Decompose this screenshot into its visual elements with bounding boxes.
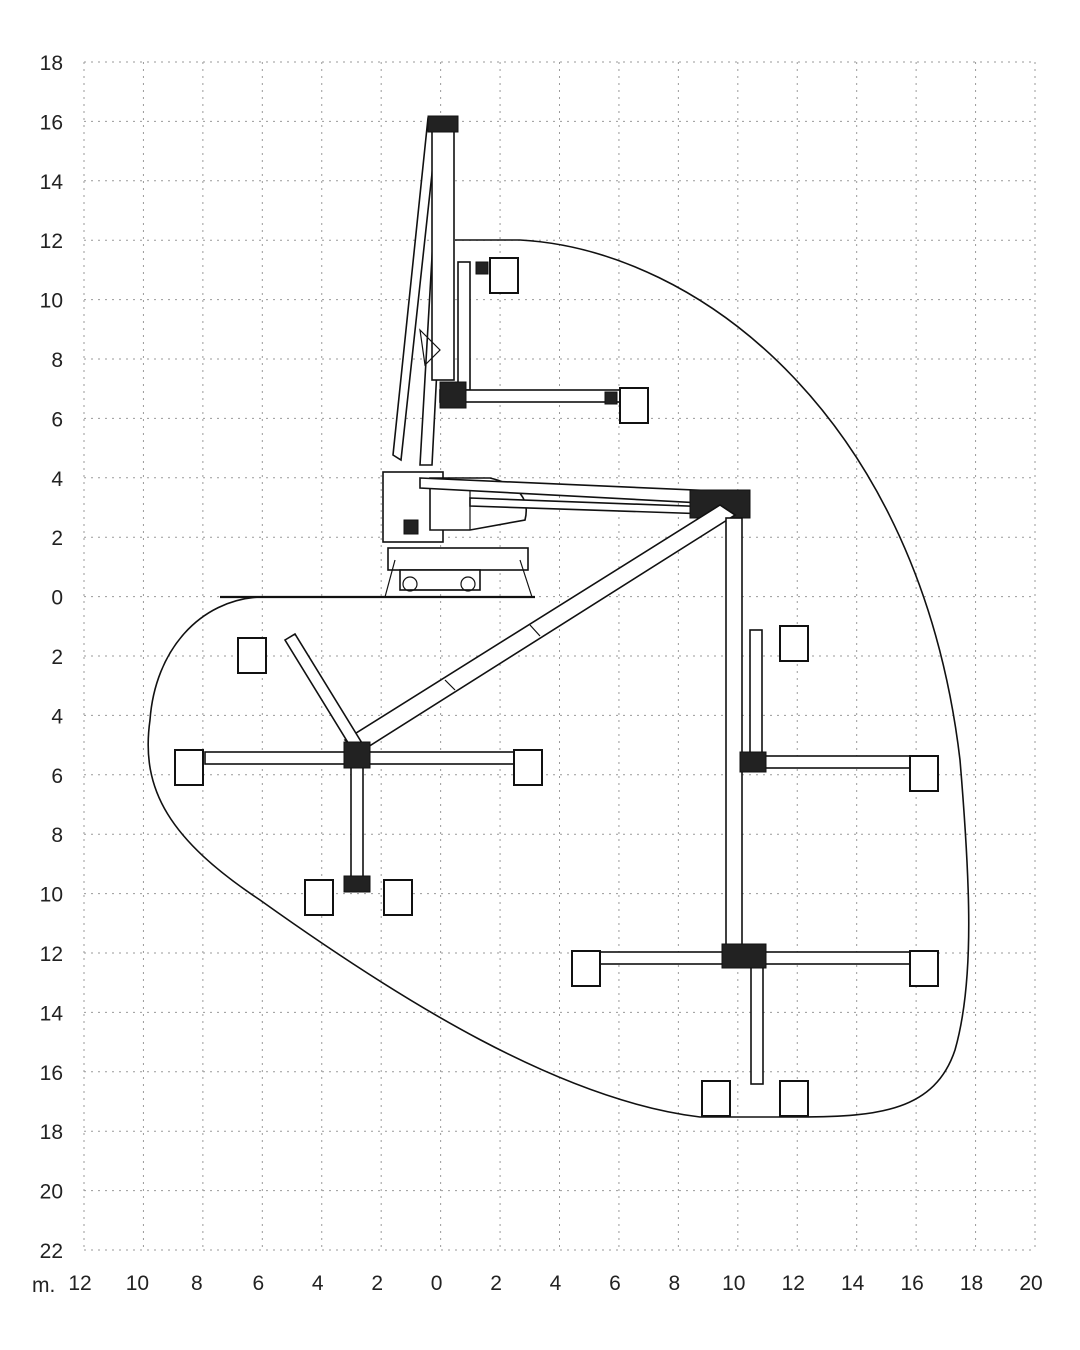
basket-left-west [174, 749, 204, 786]
y-tick-label: 14 [40, 171, 64, 194]
y-tick-label: 2 [51, 527, 63, 550]
x-tick-label: 16 [900, 1272, 923, 1295]
x-tick-label: 8 [191, 1272, 203, 1295]
x-tick-label: 4 [312, 1272, 324, 1295]
x-tick-label: 0 [431, 1272, 443, 1295]
basket-left-south-1 [304, 879, 334, 916]
y-tick-label: 6 [51, 765, 63, 788]
y-tick-label: 6 [51, 408, 63, 431]
x-tick-label: 2 [490, 1272, 502, 1295]
y-tick-label: 8 [51, 349, 63, 372]
y-tick-label: 4 [51, 705, 63, 728]
lower-left-cluster [204, 632, 516, 893]
y-tick-label: 12 [40, 230, 63, 253]
basket-right-east [909, 950, 939, 987]
unit-label: m. [32, 1274, 55, 1297]
basket-right-mid [909, 755, 939, 792]
y-tick-label: 0 [51, 587, 63, 610]
x-tick-label: 20 [1019, 1272, 1042, 1295]
boom-horizontal [419, 477, 751, 519]
y-tick-label: 10 [40, 290, 63, 313]
x-tick-label: 10 [722, 1272, 745, 1295]
x-tick-label: 12 [782, 1272, 805, 1295]
basket-upper-1 [475, 257, 519, 294]
basket-bottom-1 [701, 1080, 731, 1117]
x-tick-label: 6 [609, 1272, 621, 1295]
x-tick-label: 2 [371, 1272, 383, 1295]
y-tick-label: 14 [40, 1002, 64, 1025]
y-tick-label: 10 [40, 884, 63, 907]
boom-vertical [392, 115, 626, 466]
x-tick-label: 14 [841, 1272, 865, 1295]
y-tick-label: 16 [40, 1062, 63, 1085]
y-tick-label: 18 [40, 1121, 63, 1144]
y-tick-label: 4 [51, 468, 63, 491]
x-tick-label: 4 [550, 1272, 562, 1295]
basket-upper-2 [604, 387, 649, 424]
x-tick-label: 18 [960, 1272, 983, 1295]
basket-right-west [571, 950, 601, 987]
x-tick-label: 10 [126, 1272, 149, 1295]
grid [83, 61, 1036, 1251]
boom-drop-vertical [599, 517, 911, 1085]
basket-right-upper [779, 625, 809, 662]
x-tick-label: 8 [669, 1272, 681, 1295]
basket-left-south-2 [383, 879, 413, 916]
x-tick-label: 6 [252, 1272, 264, 1295]
y-tick-label: 12 [40, 943, 63, 966]
y-tick-label: 16 [40, 111, 63, 134]
basket-bottom-2 [779, 1080, 809, 1117]
basket-left-east [513, 749, 543, 786]
y-tick-label: 2 [51, 646, 63, 669]
basket-left-top [237, 637, 267, 674]
y-tick-label: 8 [51, 824, 63, 847]
x-tick-label: 12 [68, 1272, 91, 1295]
y-tick-label: 18 [40, 52, 63, 75]
y-tick-label: 20 [40, 1181, 63, 1204]
y-tick-label: 22 [40, 1240, 63, 1263]
working-envelope [147, 239, 970, 1118]
